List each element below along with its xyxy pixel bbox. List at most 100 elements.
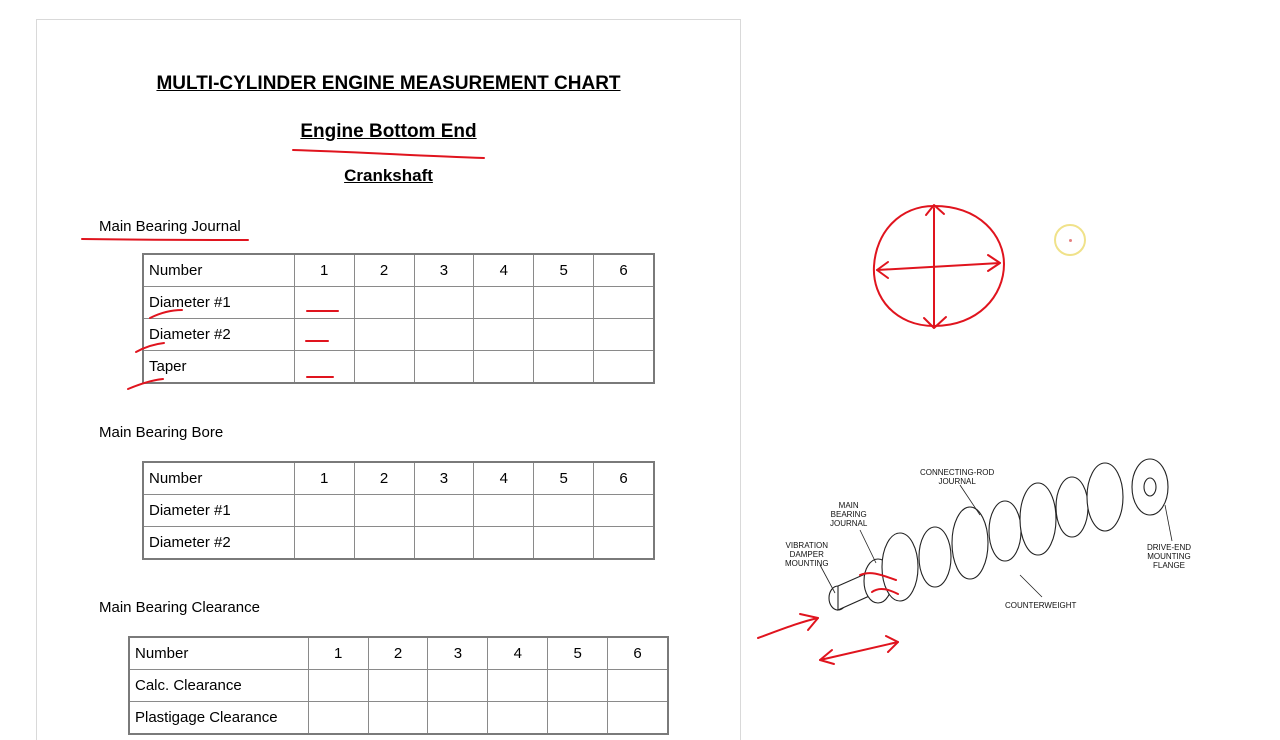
- header-cell: 5: [533, 461, 595, 495]
- arrow-head: [819, 649, 835, 665]
- counterweight-callout: COUNTERWEIGHT: [1005, 601, 1077, 610]
- measurement-cell[interactable]: [413, 494, 475, 527]
- measurement-cell[interactable]: [307, 701, 369, 735]
- arrow-head: [885, 635, 899, 653]
- document-page: MULTI-CYLINDER ENGINE MEASUREMENT CHART …: [36, 19, 741, 740]
- measurement-cell[interactable]: [607, 701, 669, 735]
- measurement-cell[interactable]: [413, 318, 475, 351]
- header-cell: 2: [353, 253, 415, 287]
- section-heading: Crankshaft: [344, 166, 433, 185]
- document-subtitle: Engine Bottom End: [300, 121, 477, 142]
- measurement-cell[interactable]: [547, 669, 609, 702]
- header-cell: 6: [607, 636, 669, 670]
- counterweight: [1019, 482, 1057, 556]
- measurement-cell[interactable]: [593, 350, 655, 384]
- measurement-cell[interactable]: [427, 701, 489, 735]
- crankshaft-drawing: [819, 458, 1173, 611]
- measurement-cell[interactable]: [547, 701, 609, 735]
- measurement-cell[interactable]: [367, 701, 429, 735]
- measurement-cell[interactable]: [293, 286, 355, 319]
- measurement-cell[interactable]: [487, 701, 549, 735]
- cursor-highlight: [1054, 224, 1086, 256]
- measurement-cell[interactable]: [533, 318, 595, 351]
- measurement-cell[interactable]: [607, 669, 669, 702]
- table-header-row: Number 1 2 3 4 5 6: [142, 253, 655, 287]
- measurement-cell[interactable]: [353, 526, 415, 560]
- table-row: Diameter #2: [142, 318, 655, 351]
- header-cell: Number: [142, 461, 295, 495]
- measurement-cell[interactable]: [593, 494, 655, 527]
- measurement-cell[interactable]: [353, 494, 415, 527]
- main-bearing-clearance-table: Number 1 2 3 4 5 6 Calc. Clearance Plast…: [128, 636, 669, 735]
- measurement-cell[interactable]: [473, 350, 535, 384]
- crank-throw: [988, 500, 1022, 562]
- measurement-cell[interactable]: [413, 286, 475, 319]
- measurement-cell[interactable]: [293, 350, 355, 384]
- main-bearing-journal-table: Number 1 2 3 4 5 6 Diameter #1 Diameter …: [142, 253, 655, 384]
- table-row: Diameter #1: [142, 286, 655, 319]
- header-cell: 4: [473, 461, 535, 495]
- main-bearing-bore-label: Main Bearing Bore: [99, 424, 224, 441]
- measurement-cell[interactable]: [487, 669, 549, 702]
- measurement-cell[interactable]: [427, 669, 489, 702]
- measurement-cell[interactable]: [473, 526, 535, 560]
- measurement-cell[interactable]: [533, 526, 595, 560]
- cursor-dot: [1069, 239, 1072, 242]
- row-label: Taper: [142, 350, 295, 384]
- main-bearing-clearance-label: Main Bearing Clearance: [99, 599, 260, 616]
- measurement-cell[interactable]: [533, 286, 595, 319]
- arrow-head: [876, 261, 889, 279]
- counterweight: [881, 532, 919, 602]
- crank-throw: [918, 526, 952, 588]
- header-cell: 4: [487, 636, 549, 670]
- table-header-row: Number 1 2 3 4 5 6: [142, 461, 655, 495]
- horizontal-arrow: [876, 262, 1001, 271]
- measurement-cell[interactable]: [413, 526, 475, 560]
- measurement-cell[interactable]: [307, 669, 369, 702]
- header-cell: 3: [427, 636, 489, 670]
- measurement-cell[interactable]: [533, 350, 595, 384]
- row-label: Diameter #2: [142, 318, 295, 351]
- axial-arrow: [819, 641, 899, 661]
- measurement-cell[interactable]: [593, 318, 655, 351]
- table-row: Diameter #2: [142, 526, 655, 560]
- row-label: Calc. Clearance: [128, 669, 309, 702]
- header-cell: 2: [353, 461, 415, 495]
- row-label: Diameter #1: [142, 286, 295, 319]
- header-cell: 1: [293, 461, 355, 495]
- header-cell: 2: [367, 636, 429, 670]
- measurement-cell[interactable]: [593, 286, 655, 319]
- header-cell: 1: [307, 636, 369, 670]
- table-row: Calc. Clearance: [128, 669, 669, 702]
- measurement-cell[interactable]: [593, 526, 655, 560]
- header-cell: 4: [473, 253, 535, 287]
- header-cell: 6: [593, 461, 655, 495]
- measurement-cell[interactable]: [367, 669, 429, 702]
- measurement-cell[interactable]: [533, 494, 595, 527]
- main-bearing-journal-label: Main Bearing Journal: [99, 218, 241, 235]
- row-label: Plastigage Clearance: [128, 701, 309, 735]
- measurement-cell[interactable]: [353, 318, 415, 351]
- table-row: Diameter #1: [142, 494, 655, 527]
- header-cell: 5: [547, 636, 609, 670]
- measurement-cell[interactable]: [473, 286, 535, 319]
- measurement-cell[interactable]: [473, 494, 535, 527]
- measurement-cell[interactable]: [353, 286, 415, 319]
- header-cell: 6: [593, 253, 655, 287]
- header-cell: 5: [533, 253, 595, 287]
- header-cell: 3: [413, 253, 475, 287]
- document-title: MULTI-CYLINDER ENGINE MEASUREMENT CHART: [156, 73, 621, 94]
- header-cell: Number: [128, 636, 309, 670]
- table-header-row: Number 1 2 3 4 5 6: [128, 636, 669, 670]
- measurement-cell[interactable]: [413, 350, 475, 384]
- arrow-head: [923, 316, 947, 329]
- measurement-cell[interactable]: [353, 350, 415, 384]
- measurement-cell[interactable]: [293, 494, 355, 527]
- measurement-cell[interactable]: [293, 318, 355, 351]
- measurement-cell[interactable]: [293, 526, 355, 560]
- measurement-cell[interactable]: [473, 318, 535, 351]
